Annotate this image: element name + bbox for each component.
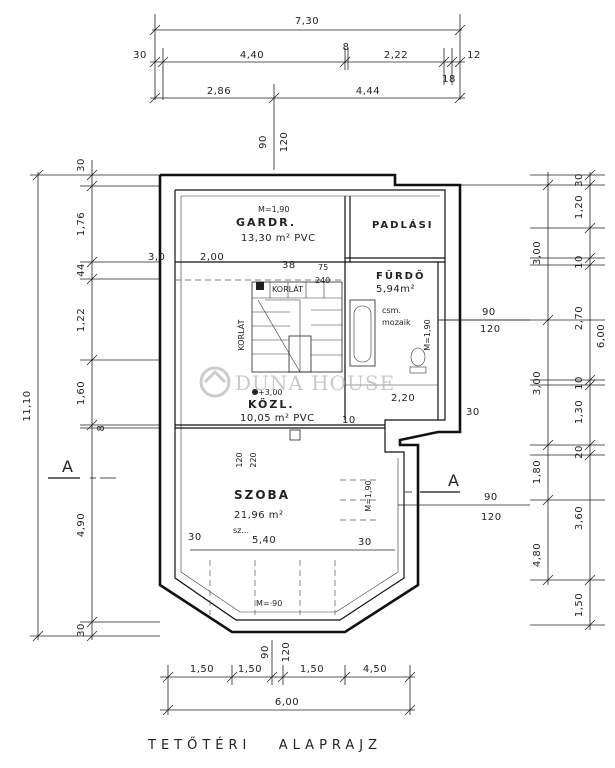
dim-right-480: 4,80 (532, 543, 543, 567)
room-name-padlas: PADLÁSI (372, 218, 434, 231)
dim-door-bath-120: 120 (480, 324, 501, 335)
room-area-kozl: 10,05 m² PVC (240, 413, 315, 424)
dim-int-220: 220 (249, 452, 258, 467)
dim-left-8: 8 (96, 425, 107, 432)
room-area-szoba: 21,96 m² (234, 510, 284, 521)
height-gardrob: M=1,90 (258, 205, 289, 214)
bathtub (349, 299, 376, 367)
toilet (409, 347, 427, 374)
dim-int-3-0: 3,0 (148, 252, 165, 263)
top-dimension-lines (149, 14, 466, 170)
dim-int-2-00: 2,00 (200, 252, 224, 263)
staircase (251, 281, 343, 373)
room-name-kozl: KÖZL. (248, 397, 295, 411)
dim-int-5-40: 5,40 (252, 535, 276, 546)
dim-door-room-90: 90 (484, 492, 498, 503)
dim-bottom-120: 120 (281, 642, 292, 663)
dim-int-30-right: 30 (466, 407, 480, 418)
chimney-marker (289, 429, 301, 441)
room-area-gardrob: 13,30 m² PVC (241, 233, 316, 244)
room-name-szoba: SZOBA (234, 488, 290, 502)
dim-right-10-a: 10 (574, 255, 585, 269)
watermark-text: DUNA HOUSE (235, 371, 395, 395)
dim-right-360: 3,60 (574, 506, 585, 530)
dim-right-130: 1,30 (574, 400, 585, 424)
dim-int-75: 75 (318, 263, 328, 272)
dim-right-30: 30 (574, 173, 585, 187)
dim-bottom-90: 90 (260, 645, 271, 659)
dim-left-30-top: 30 (76, 158, 87, 172)
dim-left-122: 1,22 (76, 308, 87, 332)
dim-top-12: 12 (467, 50, 481, 61)
room-finish-furdo-2: mozaik (382, 318, 411, 327)
room-finish-furdo-1: csm. (382, 306, 401, 315)
room-name-furdo: FÜRDŐ (376, 268, 425, 282)
dim-int-2-20: 2,20 (391, 393, 415, 404)
dim-door-top-120: 120 (279, 132, 290, 153)
dim-top-8: 8 (343, 42, 350, 53)
dim-bottom-150-a: 1,50 (190, 664, 214, 675)
dim-top-222: 2,22 (384, 50, 408, 61)
left-dimension-lines (30, 160, 160, 642)
section-label-left: A (62, 457, 73, 476)
room-area-furdo: 5,94m² (376, 284, 415, 295)
label-korlat-v: KORLÁT (235, 319, 246, 350)
dim-door-top-90: 90 (258, 135, 269, 149)
watermark: DUNA HOUSE (199, 366, 395, 398)
dim-right-150: 1,50 (574, 593, 585, 617)
dim-right-600: 6,00 (596, 324, 607, 348)
dim-left-176: 1,76 (76, 212, 87, 236)
dim-bottom-total: 6,00 (275, 697, 299, 708)
dim-left-490: 4,90 (76, 513, 87, 537)
interior-walls (175, 196, 445, 615)
dim-int-120: 120 (235, 452, 244, 467)
dim-int-30-left: 30 (188, 532, 202, 543)
dim-bottom-150-c: 1,50 (300, 664, 324, 675)
dim-left-44: 44 (76, 263, 87, 277)
dim-top-18: 18 (442, 74, 456, 85)
dim-top-total: 7,30 (295, 16, 319, 27)
room-finish-szoba: sz... (233, 526, 249, 535)
dim-right-20: 20 (574, 445, 585, 459)
dim-bottom-150-b: 1,50 (238, 664, 262, 675)
height-szoba: M=1,90 (364, 480, 373, 511)
dim-int-30-mid: 30 (358, 537, 372, 548)
dim-top-30: 30 (133, 50, 147, 61)
section-label-right: A (448, 471, 459, 490)
height-furdo: M=1,90 (423, 319, 432, 350)
dim-int-38: 38 (282, 260, 296, 271)
dim-int-10: 10 (342, 415, 356, 426)
dim-right-300-b: 3,00 (532, 371, 543, 395)
dim-right-120: 1,20 (574, 195, 585, 219)
room-name-gardrob: GARDR. (236, 216, 296, 229)
dim-bottom-450: 4,50 (363, 664, 387, 675)
dim-door-bath-90: 90 (482, 307, 496, 318)
level-marker (252, 389, 258, 395)
dim-top-444: 4,44 (356, 86, 380, 97)
dim-left-total: 11,10 (22, 390, 33, 421)
dim-int-240: 240 (315, 276, 330, 285)
dim-top-440: 4,40 (240, 50, 264, 61)
exterior-walls (158, 173, 462, 634)
label-korlat-h: KORLÁT (272, 283, 303, 294)
dim-left-30-bottom: 30 (76, 623, 87, 637)
bottom-dimension-lines (160, 640, 416, 716)
dim-right-180: 1,80 (532, 460, 543, 484)
dim-right-10-b: 10 (574, 376, 585, 390)
dim-right-270: 2,70 (574, 306, 585, 330)
drawing-title: TETŐTÉRI ALAPRAJZ (147, 737, 382, 753)
level-label: +3,00 (258, 388, 283, 397)
height-bay: M=·90 (256, 599, 282, 608)
dim-top-286: 2,86 (207, 86, 231, 97)
dim-door-room-120: 120 (481, 512, 502, 523)
dim-left-160: 1,60 (76, 381, 87, 405)
dim-right-300-a: 3,00 (532, 241, 543, 265)
